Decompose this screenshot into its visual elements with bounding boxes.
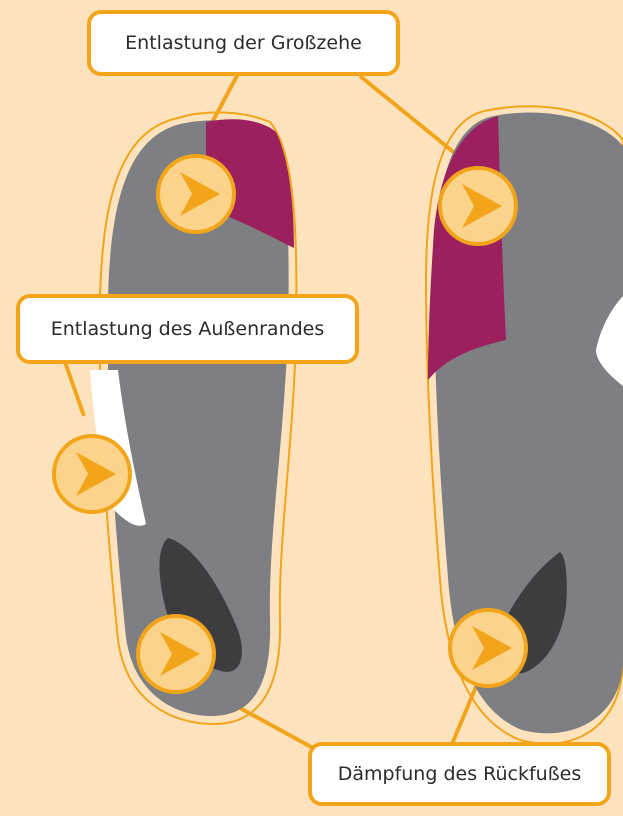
label-outer-edge-text: Entlastung des Außenrandes	[51, 318, 325, 340]
label-rearfoot: Dämpfung des Rückfußes	[308, 742, 611, 806]
connector-line	[65, 362, 84, 416]
marker-outer-edge	[54, 436, 130, 512]
marker-rearfoot-right	[450, 610, 526, 686]
label-outer-edge: Entlastung des Außenrandes	[16, 294, 359, 364]
right-toe-zone	[428, 116, 506, 380]
marker-great-toe-right	[440, 168, 516, 244]
label-rearfoot-text: Dämpfung des Rückfußes	[338, 763, 582, 785]
label-great-toe: Entlastung der Großzehe	[87, 10, 400, 76]
connector-line	[452, 682, 478, 744]
marker-rearfoot-left	[138, 616, 214, 692]
label-great-toe-text: Entlastung der Großzehe	[125, 32, 362, 54]
marker-great-toe-left	[158, 156, 234, 232]
